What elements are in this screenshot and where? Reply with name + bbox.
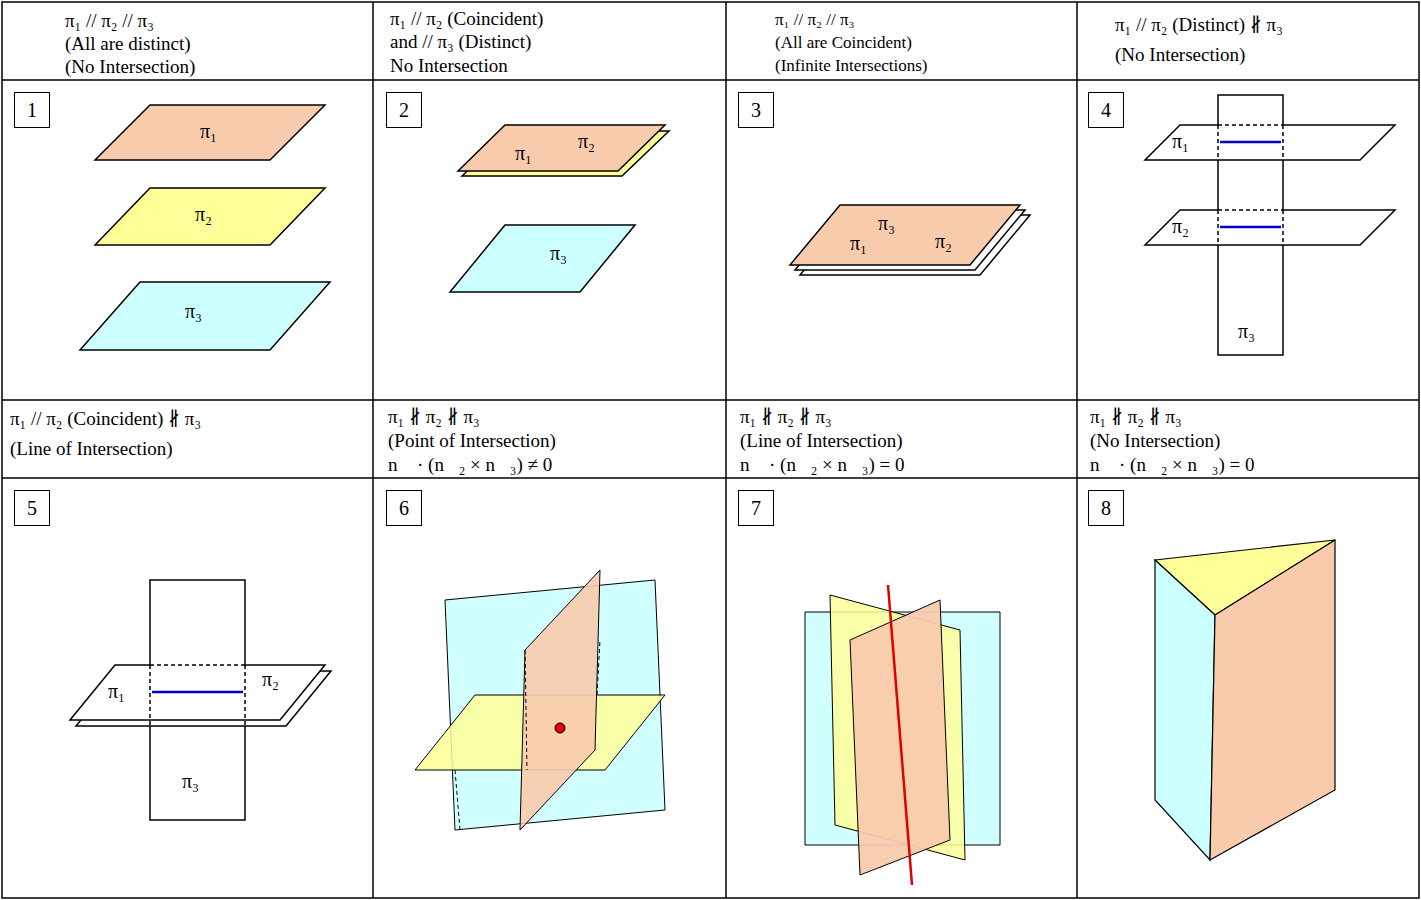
coincident-pair-planes [450, 125, 669, 292]
table-rule [725, 2, 727, 898]
plane [1145, 210, 1395, 245]
number-text: 4 [1101, 99, 1111, 122]
plane-label: π₁ [108, 680, 125, 703]
table-cell: π₁ ∦ π₂ ∦ π₃ [740, 406, 832, 428]
table-cell: (All are distinct) [65, 33, 191, 55]
intersection-line [1220, 141, 1281, 144]
plane-label: π₃ [182, 770, 199, 793]
callout-number: 2 [386, 92, 422, 128]
plane [790, 205, 1020, 265]
intersection-point [555, 723, 565, 733]
callout-number: 5 [14, 490, 50, 526]
table-cell: π₁ // π₂ // π₃ [65, 10, 154, 32]
table-cell: (No Intersection) [65, 56, 195, 78]
plane-label: π₁ [1172, 130, 1189, 153]
table-rule [372, 2, 374, 898]
plane [1210, 540, 1335, 860]
table-cell: π₁ // π₂ (Distinct) ∦ π₃ [1115, 14, 1283, 36]
mask [1218, 209, 1283, 212]
table-cell: π₁ ∦ π₂ ∦ π₃ [388, 406, 480, 428]
prism-planes [1155, 540, 1335, 860]
callout-number: 1 [14, 92, 50, 128]
table-cell: π₁ ∦ π₂ ∦ π₃ [1090, 406, 1182, 428]
number-text: 7 [751, 497, 761, 520]
table-rule [1076, 2, 1078, 898]
table-cell: π₁ // π₂ // π₃ [775, 10, 854, 30]
table-cell: and // π₃ (Distinct) [390, 31, 531, 53]
number-text: 6 [399, 497, 409, 520]
callout-number: 8 [1088, 490, 1124, 526]
table-cell: (All are Coincident) [775, 33, 912, 53]
table-rule [2, 79, 1419, 81]
plane [95, 105, 325, 160]
intersection-line [888, 585, 912, 885]
hidden-edge [150, 664, 245, 666]
plane-edge [150, 580, 245, 820]
plane-label: π₃ [1238, 320, 1255, 343]
table-cell: (Line of Intersection) [740, 430, 902, 452]
number-text: 8 [1101, 497, 1111, 520]
table-rule [2, 399, 1419, 401]
two-planes-cut [1145, 95, 1395, 355]
plane-label: π₁ [850, 232, 867, 255]
table-cell: π₁ // π₂ (Coincident) ∦ π₃ [10, 408, 201, 430]
plane [450, 225, 635, 292]
coincident-planes [790, 205, 1030, 275]
plane-edge [1218, 95, 1283, 355]
sheaf-planes [805, 585, 1000, 885]
plane-label: π₃ [550, 242, 567, 265]
plane-label: π₁ [515, 142, 532, 165]
table-cell: (Line of Intersection) [10, 438, 172, 460]
plane [70, 665, 325, 720]
table-cell: π₁ // π₂ (Coincident) [390, 8, 543, 30]
plane-label: π₃ [185, 300, 202, 323]
table-cell: (Point of Intersection) [388, 430, 556, 452]
hidden-edge [1218, 125, 1283, 245]
plane-label: π₂ [262, 668, 279, 691]
hidden-edge [455, 640, 600, 830]
callout-number: 6 [386, 490, 422, 526]
plane-label: π₂ [578, 130, 595, 153]
point-planes [415, 570, 665, 830]
intersection-line [1220, 226, 1281, 229]
plane [1145, 125, 1395, 160]
coincident-cut [70, 580, 331, 820]
table-cell: (No Intersection) [1115, 44, 1245, 66]
plane [1155, 560, 1215, 860]
plane-label: π₂ [1172, 215, 1189, 238]
plane-label: π₃ [878, 212, 895, 235]
number-text: 1 [27, 99, 37, 122]
hidden-edge [1218, 209, 1283, 211]
plane [80, 282, 330, 350]
table-cell: (No Intersection) [1090, 430, 1220, 452]
table-cell: n⃗ · (n⃗₂ × n⃗₃) = 0 [1090, 454, 1255, 476]
table-rule [2, 477, 1419, 479]
table-cell: n⃗ · (n⃗₂ × n⃗₃) ≠ 0 [388, 454, 552, 476]
mask [1218, 124, 1283, 127]
number-text: 3 [751, 99, 761, 122]
hidden-edge [150, 665, 245, 726]
table-cell: No Intersection [390, 55, 508, 77]
number-text: 5 [27, 497, 37, 520]
table-cell: (Infinite Intersections) [775, 56, 927, 76]
table-cell: n⃗ · (n⃗₂ × n⃗₃) = 0 [740, 454, 905, 476]
parallel-planes [80, 105, 330, 350]
hidden-edge [1218, 124, 1283, 126]
callout-number: 3 [738, 92, 774, 128]
callout-number: 7 [738, 490, 774, 526]
plane-label: π₁ [200, 120, 217, 143]
plane [458, 125, 665, 171]
number-text: 2 [399, 99, 409, 122]
plane-label: π₂ [935, 230, 952, 253]
callout-number: 4 [1088, 92, 1124, 128]
plane-label: π₂ [195, 203, 212, 226]
intersection-line [152, 691, 243, 694]
mask [150, 664, 245, 667]
plane [95, 188, 325, 245]
plane [520, 570, 600, 830]
